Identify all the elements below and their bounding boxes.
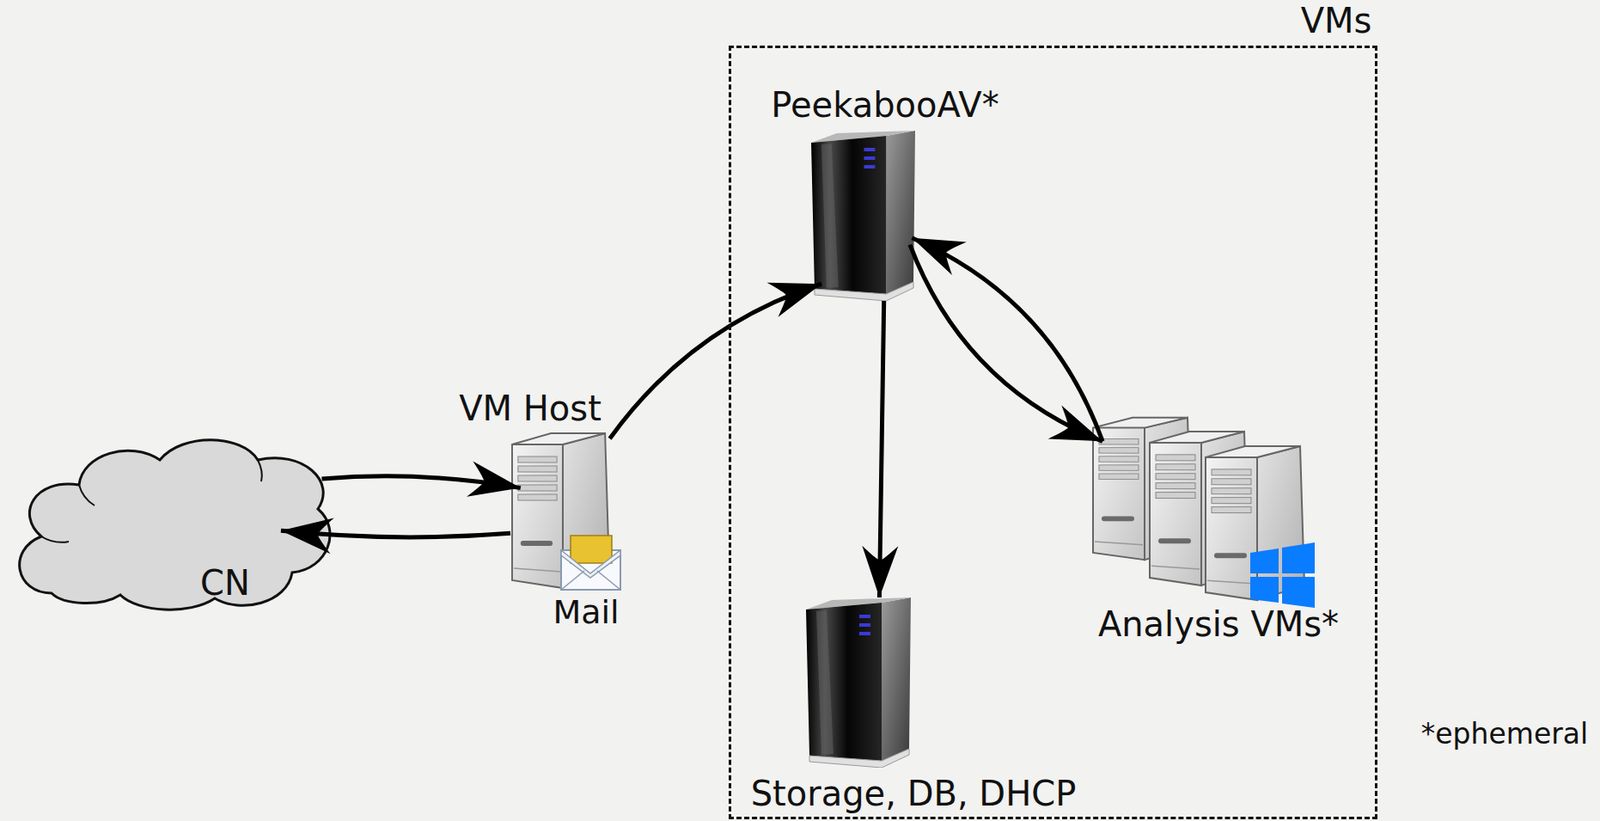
- connector-line: [879, 300, 884, 598]
- server-node: PeekabooAV*: [811, 130, 916, 301]
- mail-icon: [561, 535, 621, 590]
- node-label: CN: [200, 565, 251, 600]
- connector-arrow: [911, 238, 1103, 442]
- connector-arrow: [909, 244, 1103, 442]
- arrow-head: [861, 545, 898, 598]
- node-label: PeekabooAV*: [770, 87, 999, 123]
- node-label: VMs: [1300, 3, 1373, 38]
- server-node: VM HostMail: [510, 430, 612, 590]
- note-label: *ephemeral: [1421, 719, 1588, 748]
- node-sublabel: Mail: [552, 595, 619, 629]
- node-label: Analysis VMs*: [1098, 606, 1339, 642]
- vm-group: VMsPeekabooAV*Storage, DB, DHCPAnalysis …: [728, 45, 1378, 819]
- windows-logo: [1250, 542, 1315, 608]
- connector-arrow: [280, 517, 511, 554]
- connector-arrow: [861, 300, 898, 598]
- connector-line: [909, 244, 1103, 442]
- cloud-shape: [19, 439, 330, 610]
- connector-arrow: [610, 282, 822, 439]
- server-icon: [811, 130, 916, 301]
- node-label: Storage, DB, DHCP: [751, 775, 1077, 811]
- node-label: VM Host: [458, 390, 602, 426]
- cloud-node: CN: [12, 433, 327, 613]
- arrow-head: [767, 282, 823, 318]
- arrow-head: [911, 238, 966, 275]
- arrow-head: [280, 517, 335, 554]
- server-icon: [806, 597, 911, 768]
- connector-arrow: [322, 460, 521, 496]
- connector-line: [911, 238, 1103, 442]
- server-group: Analysis VMs*: [1091, 415, 1317, 602]
- arrow-head: [466, 460, 521, 496]
- server-node: Storage, DB, DHCP: [806, 597, 911, 768]
